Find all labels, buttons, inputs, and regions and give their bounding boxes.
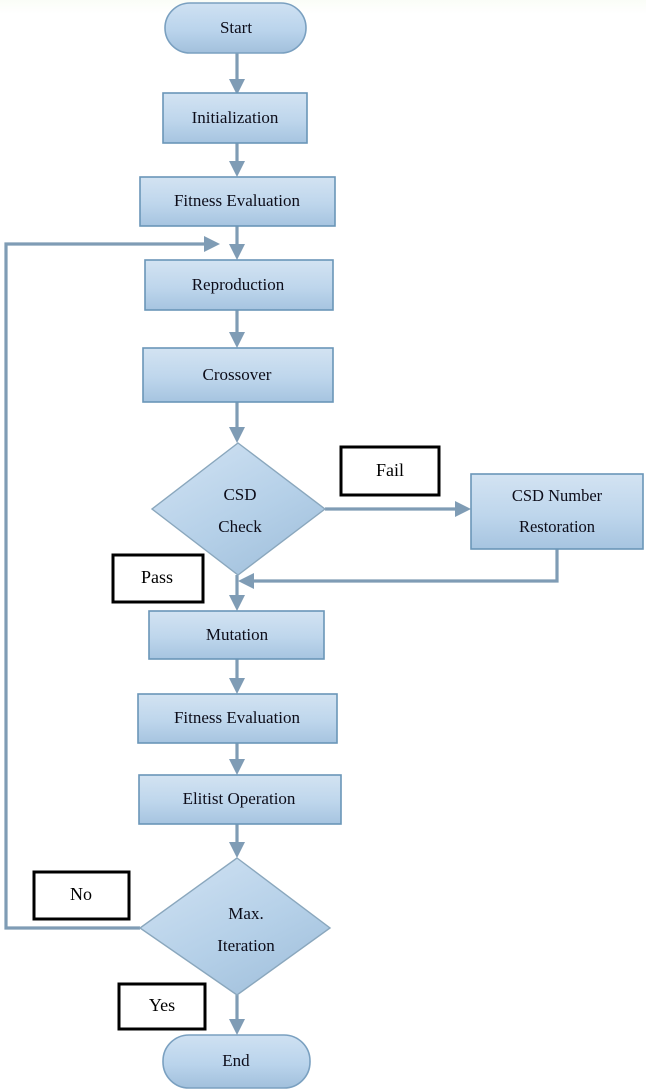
edge-csdcheck-to-csdrestore	[325, 501, 471, 517]
edge-init-to-fitness1	[229, 143, 245, 177]
node-end-label: End	[222, 1051, 250, 1070]
node-initialization[interactable]: Initialization	[162, 92, 308, 144]
node-reproduction-label: Reproduction	[192, 275, 285, 294]
edge-reproduction-to-crossover	[229, 310, 245, 348]
edge-elitist-to-maxiter	[229, 824, 245, 858]
edge-label-pass-text: Pass	[141, 567, 173, 587]
node-crossover[interactable]: Crossover	[142, 347, 334, 403]
node-mutation[interactable]: Mutation	[148, 610, 325, 660]
edge-fitness2-to-elitist	[229, 743, 245, 775]
edge-label-no-text: No	[70, 884, 92, 904]
edge-maxiter-to-reproduction-loop	[4, 236, 220, 930]
edge-label-yes: Yes	[117, 982, 207, 1031]
node-end[interactable]: End	[162, 1034, 311, 1089]
node-crossover-label: Crossover	[203, 365, 272, 384]
node-csd-check-label-line2: Check	[218, 517, 262, 536]
node-max-iteration[interactable]: Max. Iteration	[138, 857, 332, 996]
node-fitness-evaluation-2-label: Fitness Evaluation	[174, 708, 301, 727]
node-fitness-evaluation-2[interactable]: Fitness Evaluation	[137, 693, 338, 744]
edge-label-fail: Fail	[339, 445, 441, 497]
node-initialization-label: Initialization	[192, 108, 279, 127]
node-mutation-label: Mutation	[206, 625, 269, 644]
edge-csdrestore-to-mutation	[238, 549, 559, 589]
node-fitness-evaluation-1[interactable]: Fitness Evaluation	[139, 176, 336, 227]
node-csd-number-restoration-label-line2: Restoration	[519, 517, 595, 536]
node-start-label: Start	[220, 18, 252, 37]
node-csd-check-label-line1: CSD	[223, 485, 256, 504]
edge-crossover-to-csdcheck	[229, 402, 245, 443]
edge-label-no: No	[32, 870, 131, 921]
node-max-iteration-label-line2: Iteration	[217, 936, 275, 955]
node-csd-number-restoration-label-line1: CSD Number	[512, 486, 603, 505]
node-csd-number-restoration[interactable]: CSD Number Restoration	[470, 473, 644, 550]
node-elitist-operation[interactable]: Elitist Operation	[138, 774, 342, 825]
edge-maxiter-to-end	[229, 995, 245, 1035]
edge-label-fail-text: Fail	[376, 460, 404, 480]
node-start[interactable]: Start	[164, 2, 307, 54]
node-csd-check[interactable]: CSD Check	[150, 442, 327, 576]
node-max-iteration-label-line1: Max.	[228, 904, 263, 923]
node-elitist-operation-label: Elitist Operation	[183, 789, 296, 808]
edge-label-pass: Pass	[111, 553, 205, 604]
node-reproduction[interactable]: Reproduction	[144, 259, 334, 311]
edge-csdcheck-to-mutation	[229, 575, 245, 611]
edge-fitness1-to-reproduction	[229, 226, 245, 260]
edge-mutation-to-fitness2	[229, 659, 245, 694]
connector-layer	[4, 53, 559, 1035]
node-fitness-evaluation-1-label: Fitness Evaluation	[174, 191, 301, 210]
edge-start-to-init	[229, 53, 245, 95]
edge-label-yes-text: Yes	[149, 995, 175, 1015]
